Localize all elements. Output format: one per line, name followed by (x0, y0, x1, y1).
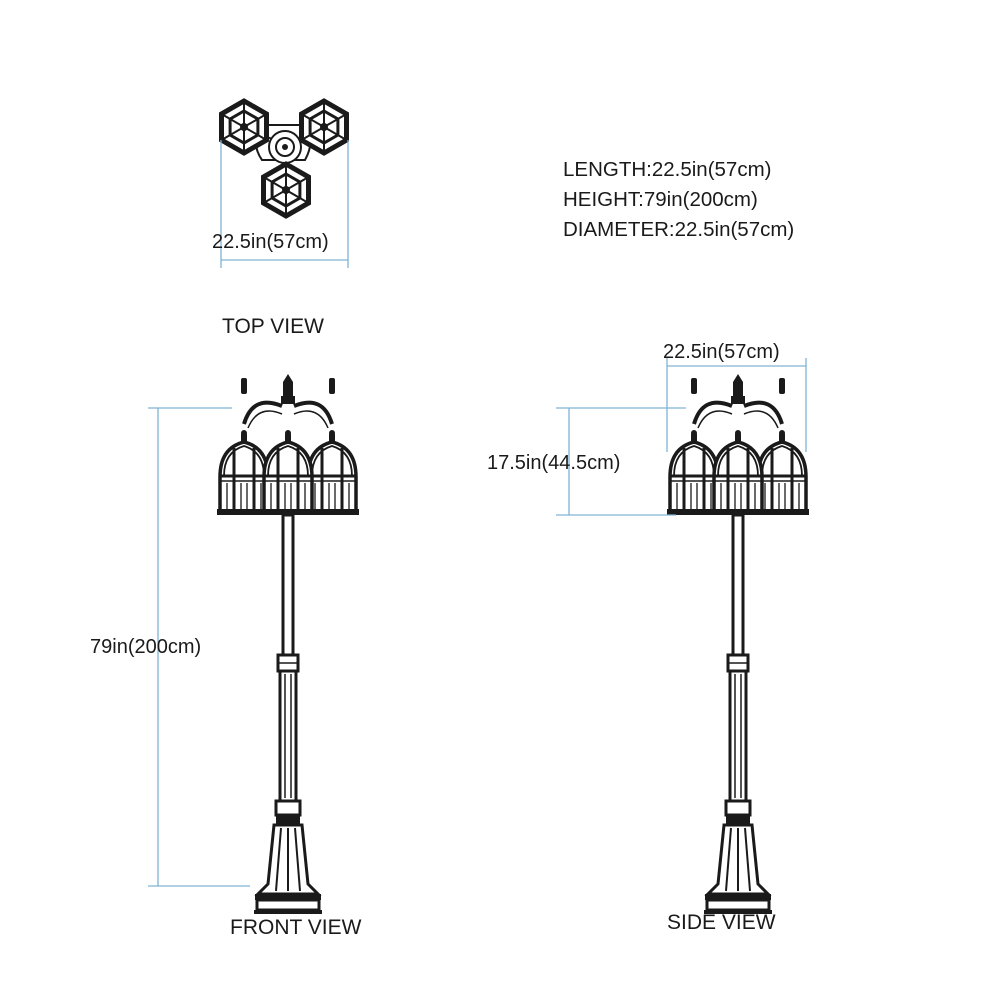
front-height-dimension-line (148, 407, 250, 887)
head-height-label: 17.5in(44.5cm) (487, 452, 621, 474)
side-width-label: 22.5in(57cm) (663, 341, 780, 363)
top-view-drawing (222, 101, 347, 216)
top-width-dimension-line (220, 140, 349, 268)
side-view-drawing (667, 374, 809, 914)
side-width-dimension-line (666, 358, 807, 452)
front-view-drawing (217, 374, 359, 914)
head-height-dimension-line (556, 407, 686, 516)
front-view-title: FRONT VIEW (230, 916, 362, 939)
top-width-label: 22.5in(57cm) (212, 231, 329, 253)
spec-height: HEIGHT:79in(200cm) (563, 188, 758, 211)
top-view-title: TOP VIEW (222, 315, 324, 338)
spec-diameter: DIAMETER:22.5in(57cm) (563, 218, 795, 241)
spec-length: LENGTH:22.5in(57cm) (563, 158, 772, 181)
front-height-label: 79in(200cm) (90, 636, 202, 658)
side-view-title: SIDE VIEW (667, 911, 776, 934)
